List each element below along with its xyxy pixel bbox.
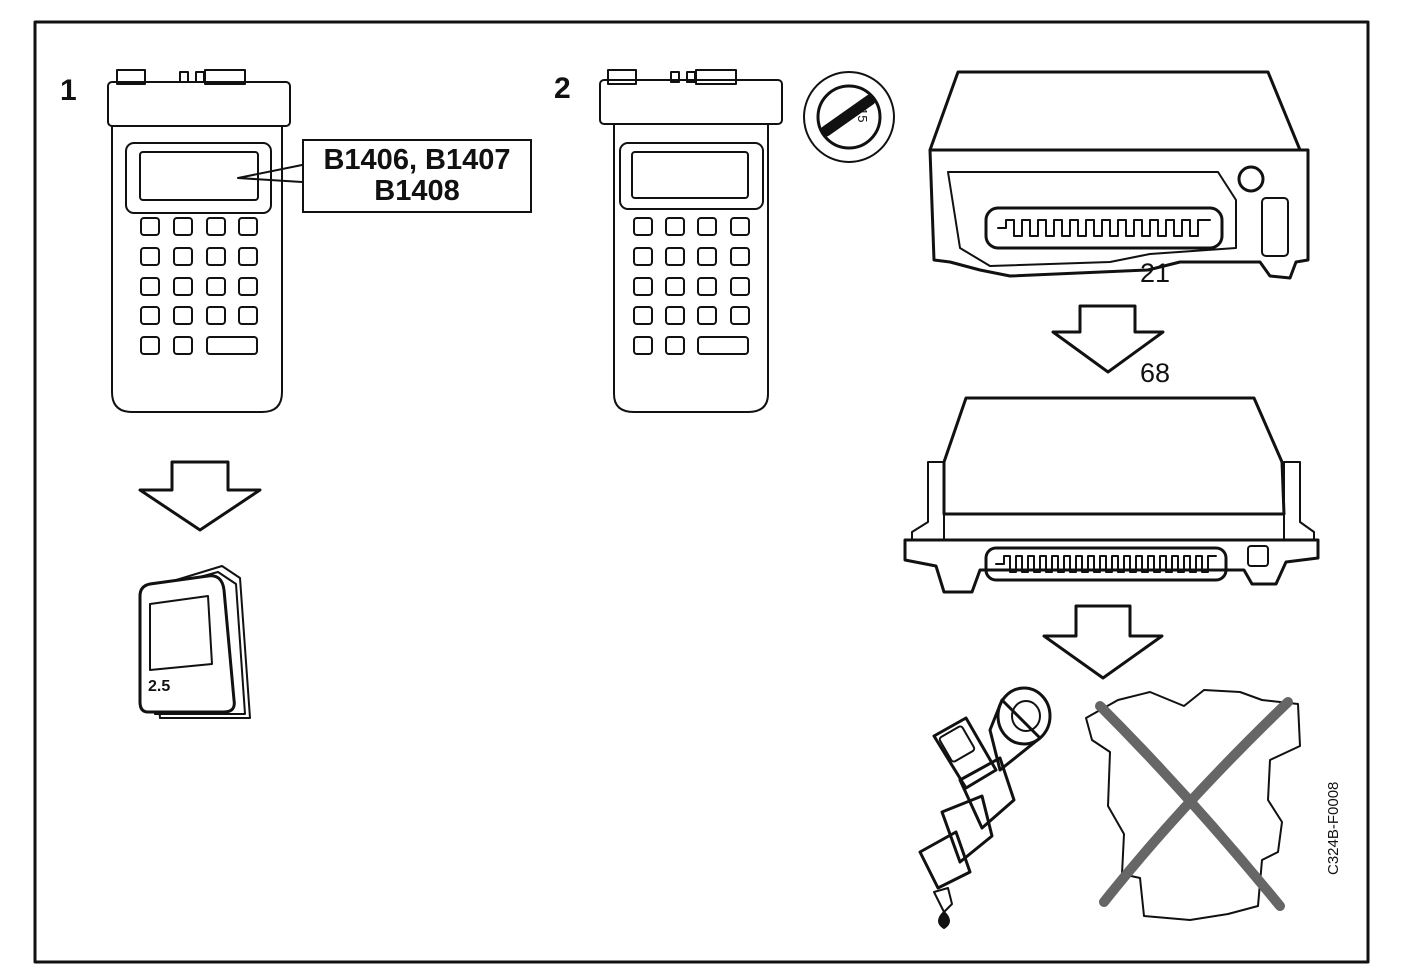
manual-book-icon	[138, 565, 251, 719]
trouble-codes-box: B1406, B1407 B1408	[302, 139, 532, 213]
trouble-codes-line-1: B1406, B1407	[323, 144, 511, 176]
pin-count-68: 68	[1140, 358, 1171, 388]
ignition-key-icon	[803, 71, 895, 163]
fuel-injector-icon	[918, 686, 1052, 929]
diagnostic-tester-1	[107, 69, 303, 413]
tester-2-keypad	[633, 217, 750, 355]
control-module-68-pin	[903, 396, 1320, 594]
down-arrow-2	[1051, 304, 1165, 374]
step-1-number: 1	[60, 74, 77, 107]
figure-id-label: C324B-F0008	[1325, 781, 1342, 875]
figure-frame	[33, 20, 1370, 964]
fuel-drop-icon	[938, 911, 950, 929]
engine-crossed-out-icon	[1085, 689, 1301, 921]
down-arrow-1	[138, 460, 262, 532]
diagnostic-tester-2	[599, 69, 783, 413]
callout-pointer	[237, 164, 303, 183]
step-2-number: 2	[554, 72, 571, 105]
trouble-codes-line-2: B1408	[374, 175, 460, 207]
pin-count-21: 21	[1140, 258, 1171, 288]
down-arrow-3	[1042, 604, 1164, 680]
ignition-position-label: 15	[855, 108, 870, 123]
manual-section-label: 2.5	[148, 678, 171, 695]
control-module-21-pin	[928, 70, 1310, 280]
tester-1-keypad	[140, 217, 258, 355]
